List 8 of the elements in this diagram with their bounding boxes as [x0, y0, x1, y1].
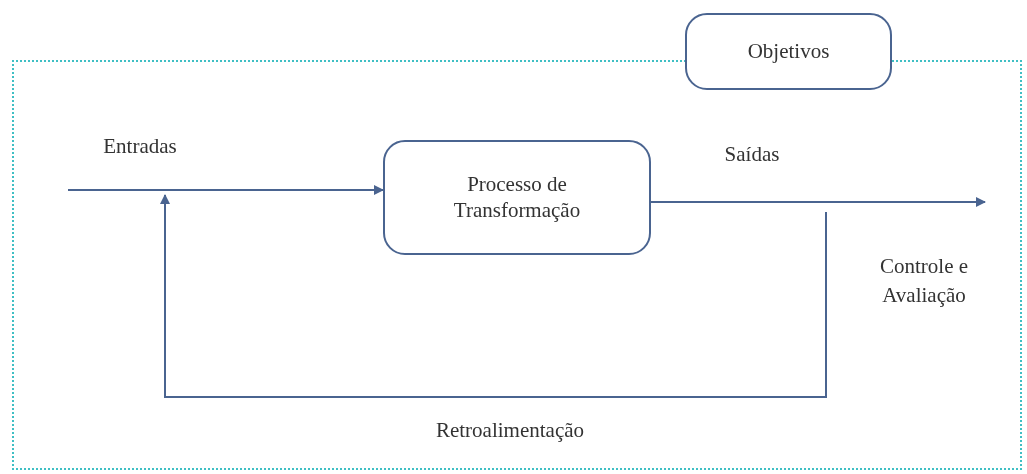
- box-label: Processo de Transformação: [452, 172, 582, 223]
- box-label: Objetivos: [747, 38, 830, 65]
- arrow: [650, 197, 986, 207]
- goal-box: [685, 13, 892, 90]
- process-box: [383, 140, 651, 255]
- arrow: [67, 185, 384, 195]
- arrow: [160, 194, 827, 398]
- control-label: Controle e Avaliação: [878, 253, 970, 310]
